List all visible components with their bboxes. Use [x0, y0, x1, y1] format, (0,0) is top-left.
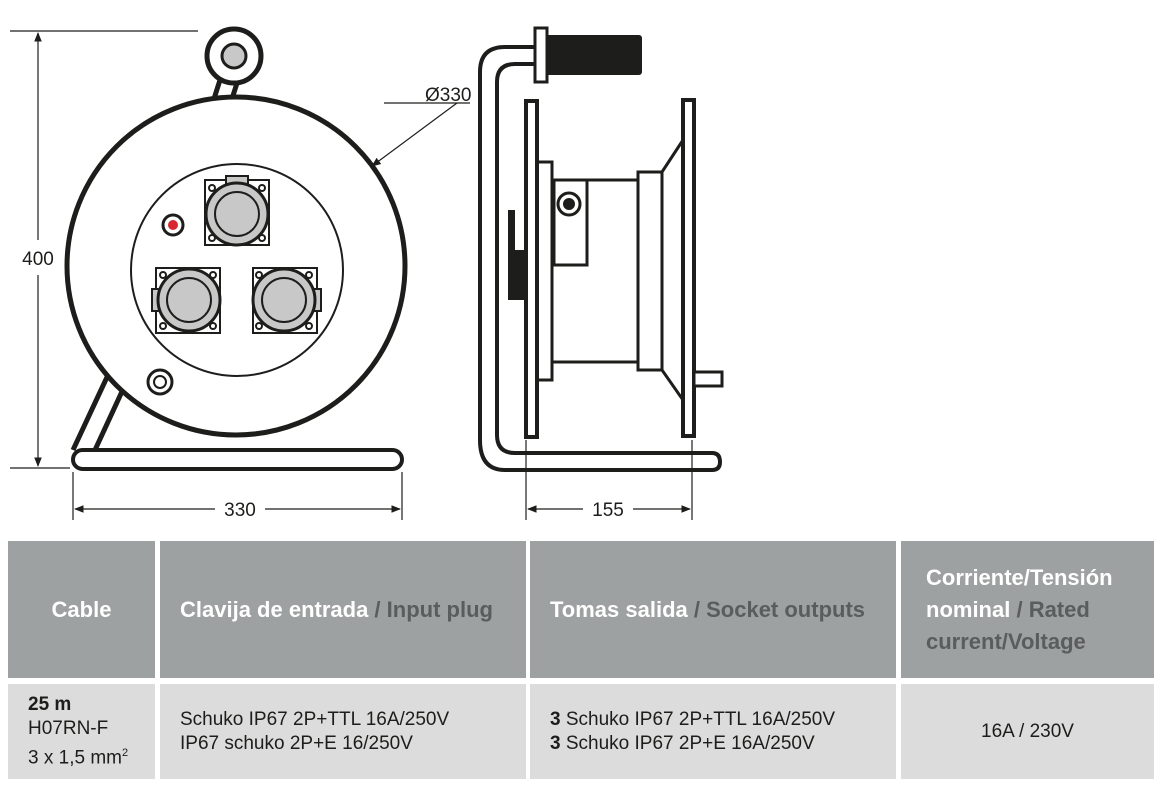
header-socket-outputs: Tomas salida / Socket outputs [530, 541, 896, 678]
cable-section-sup: 2 [121, 746, 129, 759]
cell-socket-outputs: 3 Schuko IP67 2P+TTL 16A/250V 3 Schuko I… [530, 684, 896, 779]
spec-table: Cable Clavija de entrada / Input plug To… [8, 541, 1154, 779]
header-outputs-es: Tomas salida [550, 596, 688, 622]
header-rating: Corriente/Tensión nominal / Rated curren… [901, 541, 1154, 678]
output-2-qty: 3 [550, 732, 561, 754]
rating-value: 16A / 230V [981, 720, 1074, 742]
input-line-1: Schuko IP67 2P+TTL 16A/250V [180, 708, 450, 730]
cable-section: 3 x 1,5 mm [28, 747, 122, 769]
socket-left-icon [151, 267, 222, 334]
front-dimensions [10, 30, 470, 520]
cell-cable: 25 m H07RN-F 3 x 1,5 mm2 [8, 684, 155, 779]
side-dimensions [525, 440, 693, 520]
input-line-2: IP67 schuko 2P+E 16/250V [180, 732, 413, 754]
socket-top-icon [204, 175, 270, 247]
cell-input-plug: Schuko IP67 2P+TTL 16A/250V IP67 schuko … [160, 684, 526, 779]
header-outputs-sep: / [687, 596, 707, 622]
header-rating-sep: / [1010, 596, 1029, 622]
header-input-en: Input plug [386, 596, 493, 622]
header-cable-text: Cable [51, 596, 112, 622]
cell-rating: 16A / 230V [901, 684, 1154, 779]
header-input-es: Clavija de entrada [180, 596, 369, 622]
socket-right-icon [251, 267, 322, 334]
header-outputs-en: Socket outputs [706, 596, 866, 622]
header-input-sep: / [368, 596, 387, 622]
header-rating-en: Rated current/Voltage [926, 596, 1090, 654]
carry-handle-grip [545, 35, 642, 75]
header-rating-es: Corriente/Tensión nominal [926, 564, 1113, 622]
front-view [64, 26, 408, 471]
cable-reel-technical-drawing: 400 330 Ø330 155 [10, 26, 724, 521]
dim-front-width-label: 330 [224, 500, 256, 521]
header-input-plug: Clavija de entrada / Input plug [160, 541, 526, 678]
front-base-bar [71, 448, 404, 471]
cable-length: 25 m [28, 693, 72, 715]
dim-side-width-label: 155 [592, 500, 624, 521]
header-cable: Cable [8, 541, 155, 678]
dim-diameter-label: Ø330 [425, 85, 471, 106]
output-1-qty: 3 [550, 708, 561, 730]
side-view [478, 26, 724, 472]
output-1-text: Schuko IP67 2P+TTL 16A/250V [560, 708, 836, 730]
cable-type: H07RN-F [28, 717, 109, 739]
output-2-text: Schuko IP67 2P+E 16A/250V [560, 732, 815, 754]
dim-height-label: 400 [22, 249, 54, 270]
